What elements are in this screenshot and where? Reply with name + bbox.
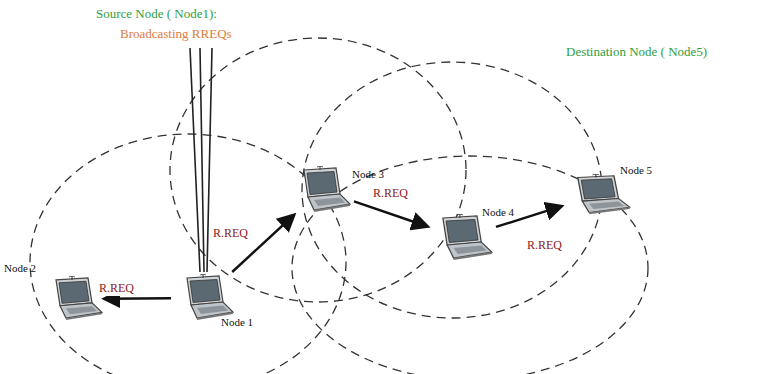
annotation-text: Source Node ( Node1):: [96, 6, 217, 22]
broadcast-line: [190, 48, 200, 272]
range-circle: [30, 134, 346, 374]
request-arrow: [232, 216, 293, 272]
annotation-text: Broadcasting RREQs: [120, 26, 232, 42]
laptop-icon: [562, 174, 632, 216]
node-label: Node 3: [352, 168, 384, 180]
edge-label: R.REQ: [212, 226, 249, 241]
laptop-icon: [428, 214, 494, 262]
edge-label: R.REQ: [98, 281, 135, 296]
laptop-icon: [173, 274, 235, 322]
laptop-icon: [290, 166, 352, 214]
range-circle: [170, 38, 466, 302]
node-label: Node 2: [4, 262, 36, 274]
broadcast-line: [200, 48, 204, 272]
laptop-node: Node 5: [562, 174, 632, 216]
laptop-node: Node 3: [290, 166, 352, 214]
range-circle: [302, 62, 602, 318]
request-arrow: [106, 297, 171, 300]
laptop-icon: [42, 276, 104, 322]
annotation-text: Destination Node ( Node5): [566, 44, 707, 60]
request-arrow: [354, 201, 426, 226]
node-label: Node 4: [482, 206, 514, 218]
laptop-node: Node 4: [428, 214, 494, 262]
edge-label: R.REQ: [526, 238, 563, 253]
laptop-node: Node 2: [42, 276, 104, 322]
node-label: Node 5: [620, 164, 652, 176]
range-circle: [292, 156, 648, 374]
node-label: Node 1: [221, 316, 253, 328]
laptop-node: Node 1: [173, 274, 235, 322]
edge-label: R.REQ: [372, 186, 409, 201]
